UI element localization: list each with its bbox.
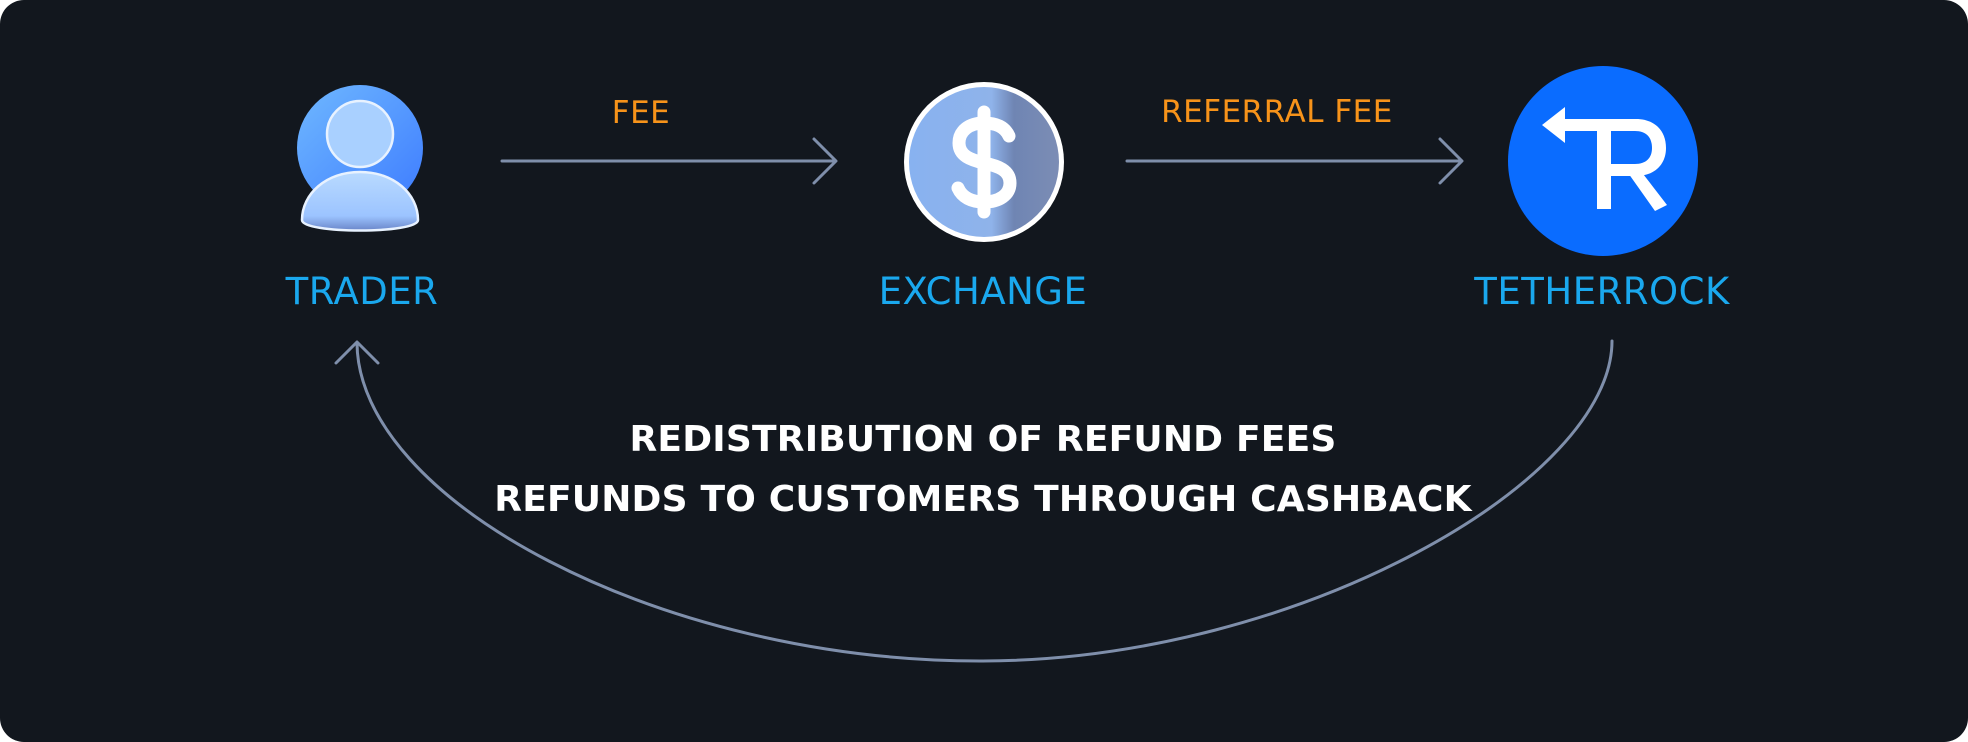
arrow-cashback-return: [334, 339, 1614, 663]
node-label-tetherrock: TETHERROCK: [1474, 270, 1730, 313]
caption-line-1: REDISTRIBUTION OF REFUND FEES: [629, 419, 1337, 460]
arrow-referral-fee: [1125, 137, 1464, 185]
edge-label-referral-fee: REFERRAL FEE: [1161, 94, 1393, 130]
edge-label-fee: FEE: [611, 95, 671, 131]
arrow-fee: [500, 137, 838, 185]
dollar-coin-icon: [901, 79, 1067, 245]
node-label-exchange: EXCHANGE: [878, 270, 1088, 313]
caption-line-2: REFUNDS TO CUSTOMERS THROUGH CASHBACK: [494, 479, 1472, 520]
node-label-trader: TRADER: [285, 270, 439, 313]
tetherrock-logo: [1508, 66, 1698, 256]
user-icon: [294, 84, 426, 240]
